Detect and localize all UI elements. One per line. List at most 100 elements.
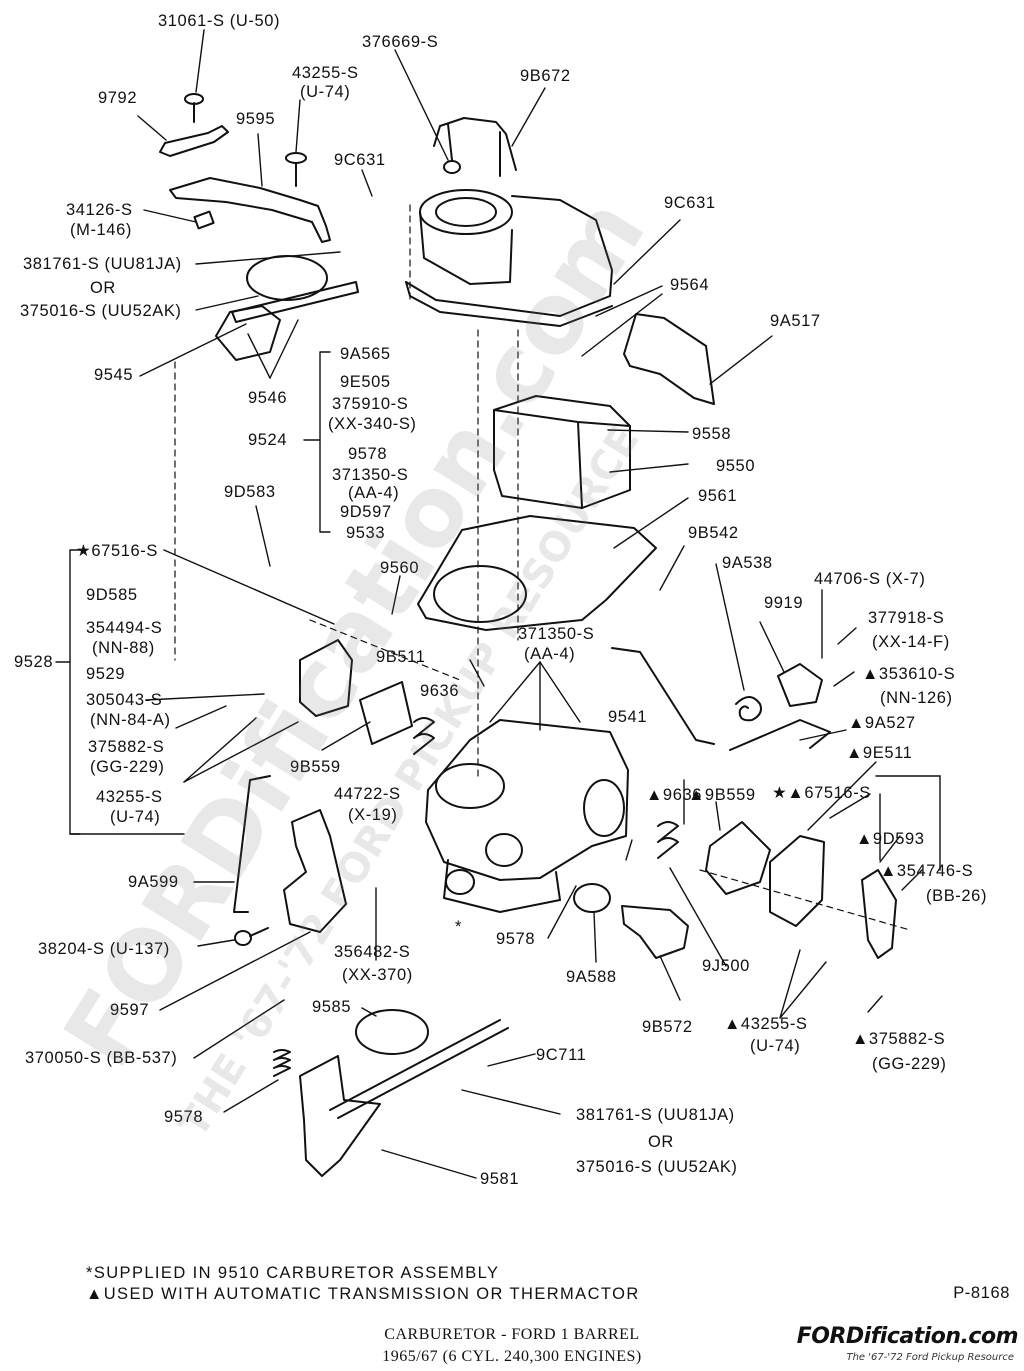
callout-star-mark: * [455,918,463,936]
spring-9636-part [413,717,435,755]
rod-9a527-part [729,719,831,751]
callout-nn-126: (NN-126) [880,689,953,707]
callout-9b572: 9B572 [642,1018,693,1036]
callout-43255-s-right: ▲43255-S [724,1015,808,1033]
choke-plate-9a517-part [623,313,715,405]
callout-370050-s: 370050-S (BB-537) [25,1049,178,1067]
link-9a599-part [233,775,271,913]
callout-305043-s: 305043-S [86,691,163,709]
callout-9561: 9561 [698,487,738,505]
callout-375016-s-top: 375016-S (UU52AK) [20,302,182,320]
callout-gg-229-right: (GG-229) [872,1055,947,1073]
callout-9564: 9564 [670,276,710,294]
callout-9b542: 9B542 [688,524,739,542]
gasket-9561-part [417,515,657,631]
callout-nn-84-a: (NN-84-A) [90,711,171,729]
callout-9a538: 9A538 [722,554,773,572]
shaft-9545-part [231,281,359,323]
callout-9524: 9524 [248,431,288,449]
callout-34126-s: 34126-S [66,201,133,219]
thermostat-9919-part [777,663,823,707]
callout-31061-s-u-50: 31061-S (U-50) [158,12,281,30]
cover-9b559-right-part [705,821,771,895]
callout-377918-s: 377918-S [868,609,945,627]
bracket-group-9524 [303,351,331,533]
lever-9581-part [299,1019,509,1177]
callout-9d585: 9D585 [86,586,138,604]
assembly-9b572-part [621,905,689,959]
lever-9e511-part [861,869,897,959]
callout-u-74-right: (U-74) [750,1037,801,1055]
callout-9j500: 9J500 [702,957,750,975]
callout-354494-s: 354494-S [86,619,163,637]
screw-43255-top-part [285,152,307,187]
callout-9581: 9581 [480,1170,520,1188]
callout-9a527: ▲9A527 [848,714,916,732]
callout-43255-s-top: 43255-S [292,64,359,82]
callout-9b672: 9B672 [520,67,571,85]
bail-9b672-part [433,117,517,177]
callout-9636-a: 9636 [420,682,460,700]
housing-9546-part [215,305,281,361]
callout-u-74-top: (U-74) [300,83,351,101]
gasket-9a588-part [573,883,611,913]
spring-9636-right-part [657,821,679,859]
callout-354746-s: ▲354746-S [880,862,974,880]
callout-9c711: 9C711 [536,1046,587,1064]
callout-375882-s-right: ▲375882-S [852,1030,946,1048]
callout-9a517: 9A517 [770,312,821,330]
callout-9b559-right: ▲9B559 [688,786,756,804]
callout-375882-s-left: 375882-S [88,738,165,756]
site-logo-tagline: The '67-'72 Ford Pickup Resource [846,1352,1014,1363]
callout-aa-4-b: (AA-4) [524,645,576,663]
callout-9e505: 9E505 [340,373,391,391]
footnote-automatic: ▲USED WITH AUTOMATIC TRANSMISSION OR THE… [86,1285,640,1303]
callout-9550: 9550 [716,457,756,475]
callout-9a599: 9A599 [128,873,179,891]
footnote-supplied: *SUPPLIED IN 9510 CARBURETOR ASSEMBLY [86,1264,500,1282]
callout-or-bottom: OR [648,1133,674,1151]
float-9550-part [493,395,631,509]
callout-9a588: 9A588 [566,968,617,986]
callout-m-146: (M-146) [70,221,132,239]
callout-aa-4-a: (AA-4) [348,484,400,502]
callout-371350-s-a: 371350-S [332,466,409,484]
lever-9597-part [283,809,347,933]
callout-9b559-left: 9B559 [290,758,341,776]
callout-375910-s: 375910-S [332,395,409,413]
plug-376669-part [443,160,461,174]
callout-9558: 9558 [692,425,732,443]
callout-9578-c: 9578 [164,1108,204,1126]
callout-9a565: 9A565 [340,345,391,363]
callout-9792: 9792 [98,89,138,107]
callout-or-top: OR [90,279,116,297]
callout-38204-s: 38204-S (U-137) [38,940,170,958]
callout-9541: 9541 [608,708,648,726]
callout-xx-340-s: (XX-340-S) [328,415,417,433]
callout-44706-s: 44706-S (X-7) [814,570,926,588]
screw-31061-part [184,93,204,123]
callout-381761-s-bottom: 381761-S (UU81JA) [576,1106,735,1124]
bracket-group-9528 [55,549,185,835]
site-logo: FORDification.com [796,1324,1019,1349]
nut-34126-part [193,210,215,230]
screw-38204-part [234,927,269,946]
caption-subtitle: 1965/67 (6 CYL. 240,300 ENGINES) [382,1348,642,1365]
callout-67516-s-right: ★▲67516-S [772,784,871,802]
callout-9c631-right: 9C631 [664,194,716,212]
callout-9636-b: ▲9636 [646,786,703,804]
air-horn-part [405,189,613,327]
diaphragm-disc-part [246,255,328,301]
housing-left-part [299,639,353,717]
callout-9585: 9585 [312,998,352,1016]
callout-9545: 9545 [94,366,134,384]
callout-9d593: ▲9D593 [856,830,925,848]
callout-9c631-left: 9C631 [334,151,386,169]
callout-375016-s-bottom: 375016-S (UU52AK) [576,1158,738,1176]
callout-43255-s-left: 43255-S [96,788,163,806]
callout-9560: 9560 [380,559,420,577]
callout-381761-s-top: 381761-S (UU81JA) [23,255,182,273]
callout-9578-a: 9578 [348,445,388,463]
